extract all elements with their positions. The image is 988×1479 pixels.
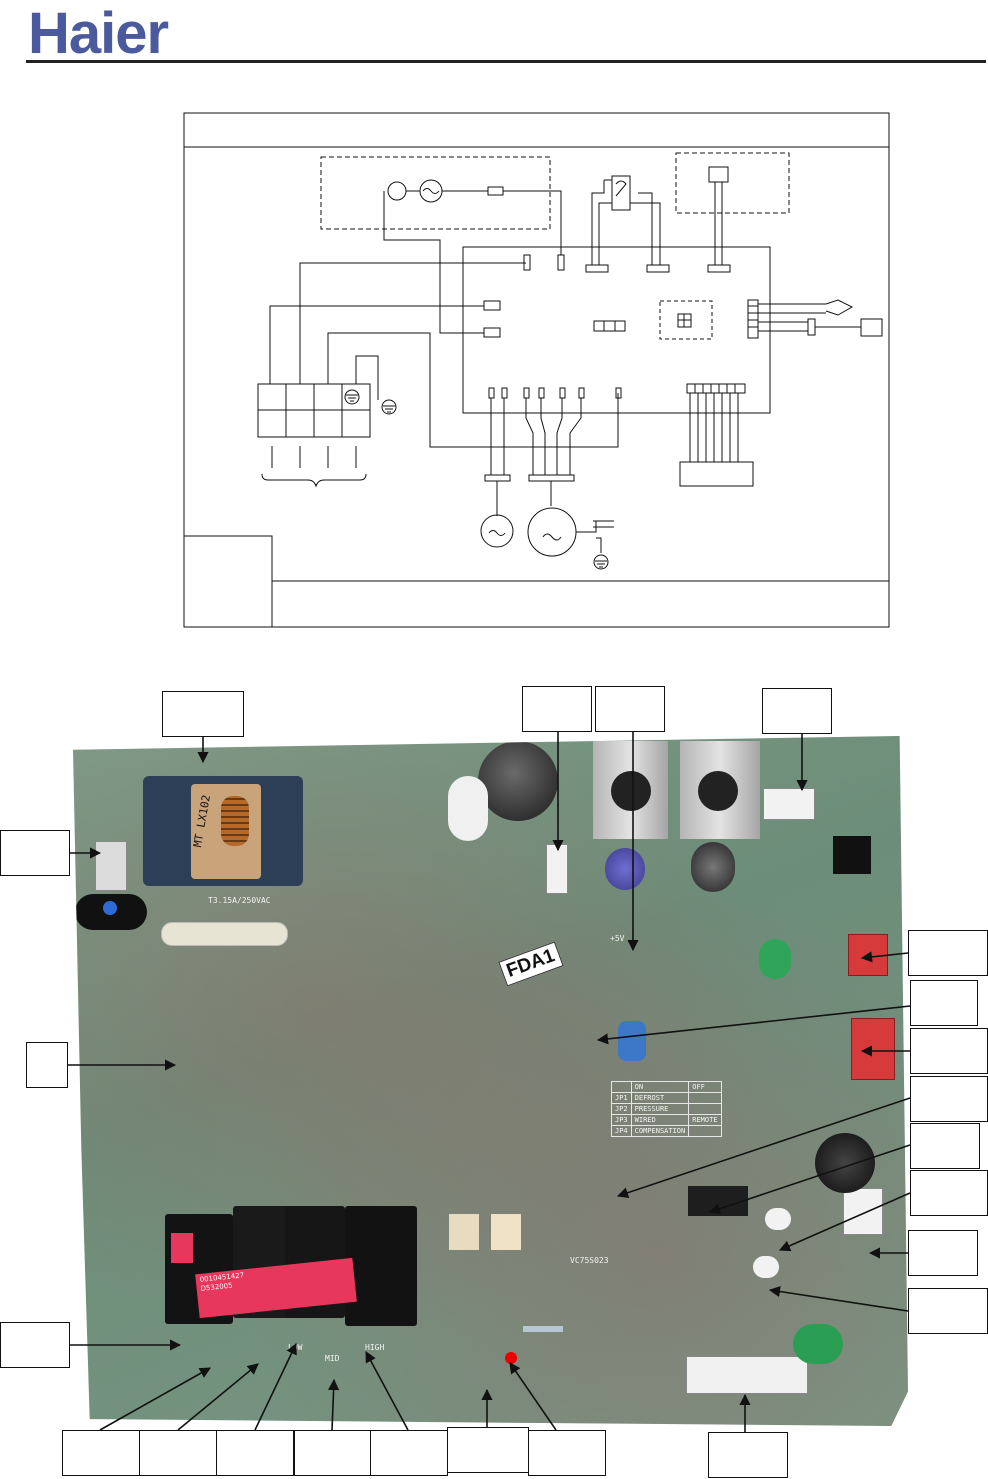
dip-switch	[688, 1186, 748, 1216]
relay-4	[345, 1206, 417, 1326]
callout-box-bottom-2	[139, 1430, 217, 1476]
callout-box-bottom-6	[447, 1427, 529, 1473]
power-input-dashed-box	[320, 156, 551, 230]
callout-box-right-3	[910, 1028, 988, 1074]
fan-low-label: LOW	[288, 1343, 303, 1352]
callout-box-right-2	[910, 980, 978, 1026]
callout-box-bottom-1	[62, 1430, 140, 1476]
fan-high-label: HIGH	[365, 1343, 385, 1352]
callout-box-top-3	[595, 686, 665, 732]
white-diode-2	[753, 1256, 779, 1278]
white-diode-1	[765, 1208, 791, 1230]
glass-fuse	[161, 922, 288, 946]
white-connector-cn16	[546, 844, 568, 894]
wiring-diagram	[183, 112, 890, 628]
diagram-legend-box	[183, 535, 273, 628]
control-board-outline	[462, 246, 771, 414]
blue-film-capacitor	[618, 1021, 646, 1061]
callout-box-bottom-5	[370, 1430, 448, 1476]
white-connector-right	[843, 1188, 883, 1235]
regulator-2	[698, 771, 738, 811]
callout-box-left-3	[0, 1322, 70, 1368]
fan-motor-symbol	[480, 514, 514, 548]
callout-box-top-4	[762, 688, 832, 734]
white-connector-cn2	[686, 1356, 808, 1394]
fuse-label: T3.15A/250VAC	[208, 896, 271, 905]
callout-box-top-2	[522, 686, 592, 732]
callout-box-top-1	[162, 691, 244, 737]
sensor-dashed-box	[675, 152, 790, 214]
red-connector-2	[851, 1018, 895, 1080]
callout-box-bottom-3	[216, 1430, 294, 1476]
fan-mid-label: MID	[325, 1354, 340, 1363]
callout-box-right-5	[910, 1123, 980, 1169]
resistor-group	[523, 1326, 563, 1332]
optocoupler-1	[449, 1214, 479, 1250]
ct-label: VC75S023	[570, 1256, 609, 1265]
power-input-connector	[95, 841, 127, 891]
green-capacitor-2	[793, 1324, 843, 1364]
red-led	[505, 1352, 517, 1364]
optocoupler-2	[491, 1214, 521, 1250]
green-capacitor	[759, 939, 791, 979]
callout-box-right-4	[910, 1076, 988, 1122]
callout-box-right-6	[910, 1170, 988, 1216]
blue-dot	[103, 901, 117, 915]
bulk-capacitor	[478, 741, 558, 821]
black-capacitor	[691, 842, 735, 892]
haier-logo: Haier	[28, 1, 169, 66]
coil-copper	[221, 796, 249, 846]
relay-red-tag	[171, 1233, 193, 1263]
callout-box-bottom-4	[294, 1430, 372, 1476]
red-connector-1	[848, 934, 888, 976]
compressor-motor-symbol	[527, 507, 577, 557]
callout-box-right-1	[908, 930, 988, 976]
white-connector-top-right	[763, 788, 815, 820]
ic-chip	[833, 836, 871, 874]
callout-box-left-1	[0, 830, 70, 876]
diagram-frame	[183, 112, 890, 628]
blue-capacitor	[605, 848, 645, 890]
callout-box-bottom-8	[708, 1432, 788, 1478]
buzzer	[815, 1133, 875, 1193]
regulator-1	[611, 771, 651, 811]
callout-box-left-2	[26, 1042, 68, 1088]
callout-box-right-8	[908, 1288, 988, 1334]
callout-box-bottom-7	[528, 1430, 606, 1476]
callout-box-right-7	[908, 1230, 978, 1276]
header-rule	[26, 60, 986, 63]
dc5v-label: +5V	[610, 934, 625, 943]
white-insulator	[448, 776, 488, 841]
